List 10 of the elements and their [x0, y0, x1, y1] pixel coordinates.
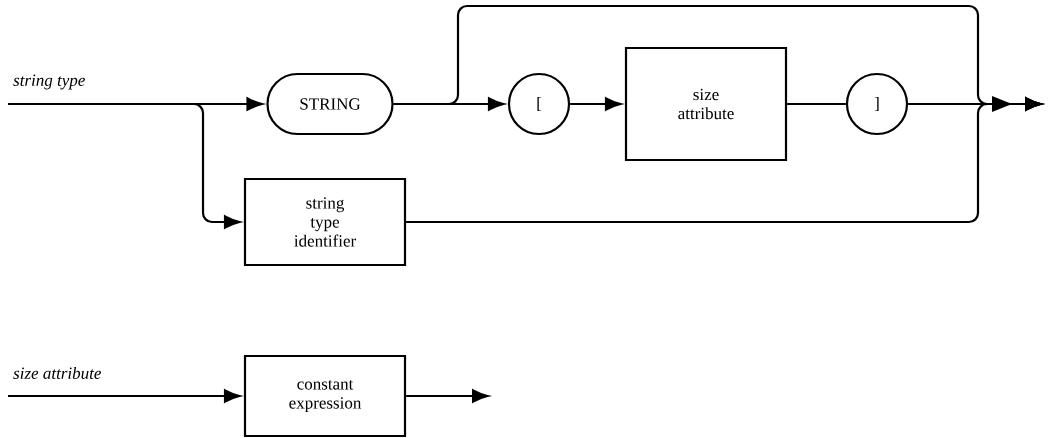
arrow [8, 102, 241, 229]
nonterminal-box: constant expression [243, 354, 407, 438]
arrow [406, 97, 1042, 224]
rule-name: size attribute [13, 367, 102, 379]
arrow [570, 97, 622, 111]
rule-name: string type [13, 74, 85, 90]
arrow [406, 389, 489, 403]
nonterminal-box: string type identifier [243, 177, 407, 267]
arrow [8, 389, 241, 403]
nonterminal-box: size attribute [624, 46, 788, 162]
